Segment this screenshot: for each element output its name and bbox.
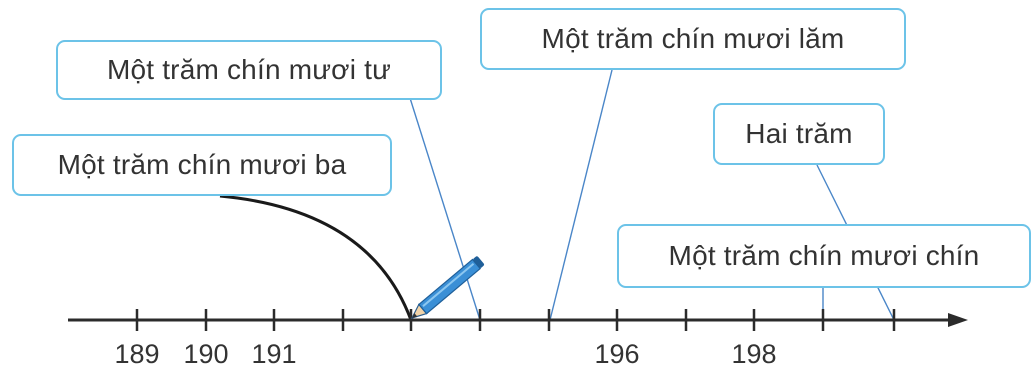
tick-label-196: 196 bbox=[594, 339, 639, 369]
label-box-195: Một trăm chín mươi lăm bbox=[480, 8, 906, 70]
pencil-icon bbox=[410, 256, 484, 319]
label-box-193: Một trăm chín mươi ba bbox=[12, 134, 392, 196]
label-box-194: Một trăm chín mươi tư bbox=[56, 40, 442, 100]
connector-195 bbox=[549, 69, 613, 321]
label-box-200: Hai trăm bbox=[713, 103, 885, 165]
label-text-194: Một trăm chín mươi tư bbox=[106, 54, 392, 85]
label-text-195: Một trăm chín mươi lăm bbox=[541, 23, 845, 54]
tick-label-189: 189 bbox=[114, 339, 159, 369]
label-box-199: Một trăm chín mươi chín bbox=[617, 224, 1031, 288]
label-text-193: Một trăm chín mươi ba bbox=[57, 149, 347, 180]
tick-label-191: 191 bbox=[251, 339, 296, 369]
jump-arc bbox=[219, 194, 413, 321]
connector-194 bbox=[409, 97, 481, 321]
tick-group bbox=[135, 309, 896, 331]
axis-arrowhead-icon bbox=[948, 313, 968, 327]
tick-label-190: 190 bbox=[183, 339, 228, 369]
label-text-199: Một trăm chín mươi chín bbox=[668, 240, 980, 271]
tick-label-198: 198 bbox=[731, 339, 776, 369]
label-text-200: Hai trăm bbox=[745, 118, 853, 149]
